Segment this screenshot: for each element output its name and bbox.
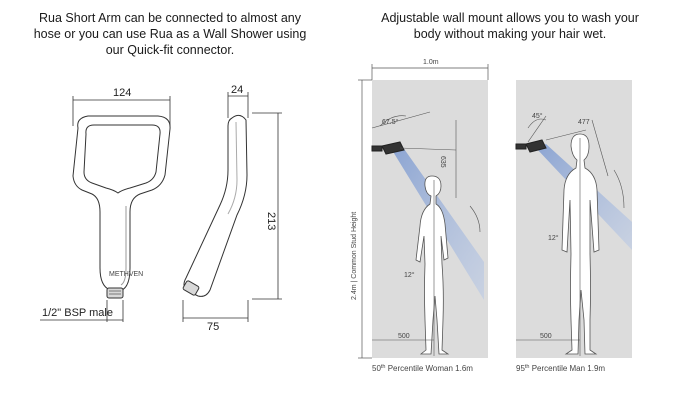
woman-floor-label: 500 bbox=[398, 333, 410, 340]
man-panel bbox=[515, 80, 632, 358]
left-caption-line-3: our Quick-fit connector. bbox=[105, 43, 235, 57]
width-dimension bbox=[72, 96, 171, 126]
man-caption: 95th Percentile Man 1.9m bbox=[516, 364, 605, 373]
reach-label: 75 bbox=[207, 321, 219, 333]
woman-caption: 50th Percentile Woman 1.6m bbox=[372, 364, 473, 373]
panel-width-dimension bbox=[371, 64, 489, 80]
shower-head-side-view bbox=[182, 114, 248, 297]
side-outline bbox=[183, 114, 248, 297]
woman-spray-label: 12° bbox=[404, 271, 415, 279]
right-caption: Adjustable wall mount allows you to wash… bbox=[350, 10, 670, 42]
side-connector bbox=[182, 280, 200, 296]
woman-angle-arc bbox=[379, 115, 407, 127]
shower-head-front-view bbox=[72, 115, 171, 299]
woman-caption-rest: Percentile Woman 1.6m bbox=[386, 364, 474, 373]
width-label: 124 bbox=[113, 87, 131, 99]
panel-height-label: 2.4m | Common Stud Height bbox=[351, 212, 358, 300]
man-wall-shower bbox=[515, 139, 547, 153]
height-dimension bbox=[252, 112, 282, 300]
left-caption: Rua Short Arm can be connected to almost… bbox=[15, 10, 325, 58]
left-caption-line-1: Rua Short Arm can be connected to almost… bbox=[39, 11, 301, 25]
connector-dimension bbox=[40, 300, 124, 322]
man-spray-label: 12° bbox=[548, 234, 559, 242]
man-caption-prefix: 95 bbox=[516, 364, 525, 373]
spray-face bbox=[83, 124, 161, 194]
left-caption-line-2: hose or you can use Rua as a Wall Shower… bbox=[33, 27, 307, 41]
connector bbox=[106, 287, 124, 299]
woman-distance-label: 635 bbox=[439, 156, 446, 168]
man-angle-arc bbox=[527, 118, 547, 129]
handle-shade bbox=[120, 206, 127, 286]
right-caption-line-2: body without making your hair wet. bbox=[413, 27, 607, 41]
woman-angle-label: 67.5° bbox=[382, 118, 399, 126]
head-outline bbox=[72, 115, 171, 291]
panel-width-label: 1.0m bbox=[423, 59, 439, 66]
depth-dimension bbox=[227, 92, 249, 118]
woman-wall-shower bbox=[371, 141, 405, 155]
man-caption-sup: th bbox=[525, 364, 530, 370]
depth-label: 24 bbox=[231, 84, 243, 96]
woman-caption-sup: th bbox=[381, 364, 386, 370]
height-label: 213 bbox=[265, 212, 277, 230]
woman-caption-prefix: 50 bbox=[372, 364, 381, 373]
woman-silhouette bbox=[415, 175, 450, 355]
reach-dimension bbox=[182, 300, 249, 322]
man-silhouette bbox=[561, 133, 600, 355]
panel-height-dimension bbox=[358, 79, 372, 359]
woman-panel bbox=[371, 80, 488, 358]
right-caption-line-1: Adjustable wall mount allows you to wash… bbox=[381, 11, 639, 25]
connector-label: 1/2" BSP male bbox=[42, 307, 113, 319]
man-spray-arc bbox=[613, 169, 625, 209]
man-angle-label: 45° bbox=[532, 112, 543, 120]
brand-mark: METHVEN bbox=[109, 271, 143, 278]
side-shade bbox=[227, 121, 238, 215]
man-caption-rest: Percentile Man 1.9m bbox=[530, 364, 606, 373]
woman-spray-arc bbox=[469, 205, 481, 233]
man-floor-label: 500 bbox=[540, 333, 552, 340]
man-distance-label: 477 bbox=[578, 119, 590, 126]
